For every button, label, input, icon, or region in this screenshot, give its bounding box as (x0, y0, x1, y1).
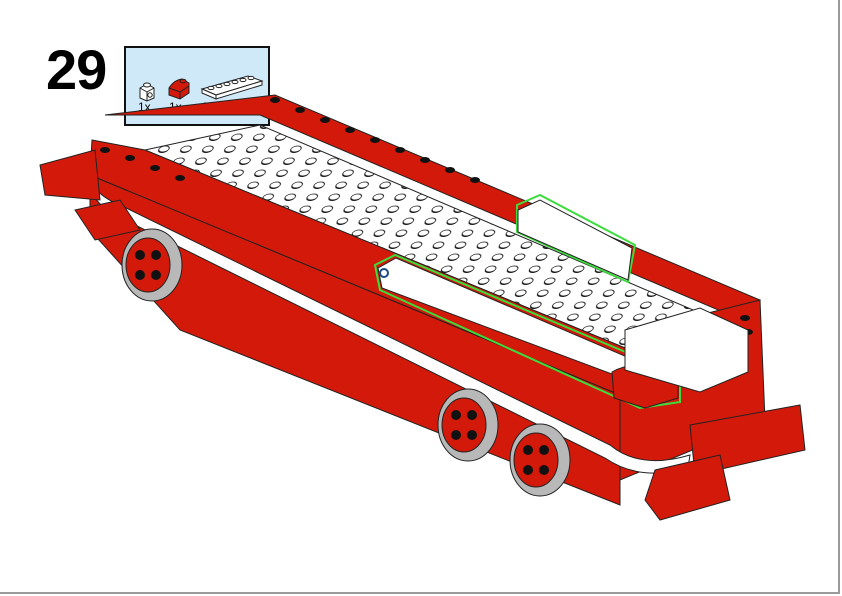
wheel (121, 228, 183, 302)
wheel (437, 388, 499, 462)
round-plate-marker (379, 268, 389, 278)
white-1x1-round-plate-icon (139, 82, 155, 102)
new-parts-highlight (373, 193, 681, 410)
wheel (509, 423, 571, 497)
rim-studs (100, 97, 753, 335)
step-number: 29 (46, 38, 107, 101)
white-1x6-plate-icon (200, 75, 264, 100)
left-coupler (39, 149, 101, 201)
red-curved-slope-icon (168, 78, 190, 100)
